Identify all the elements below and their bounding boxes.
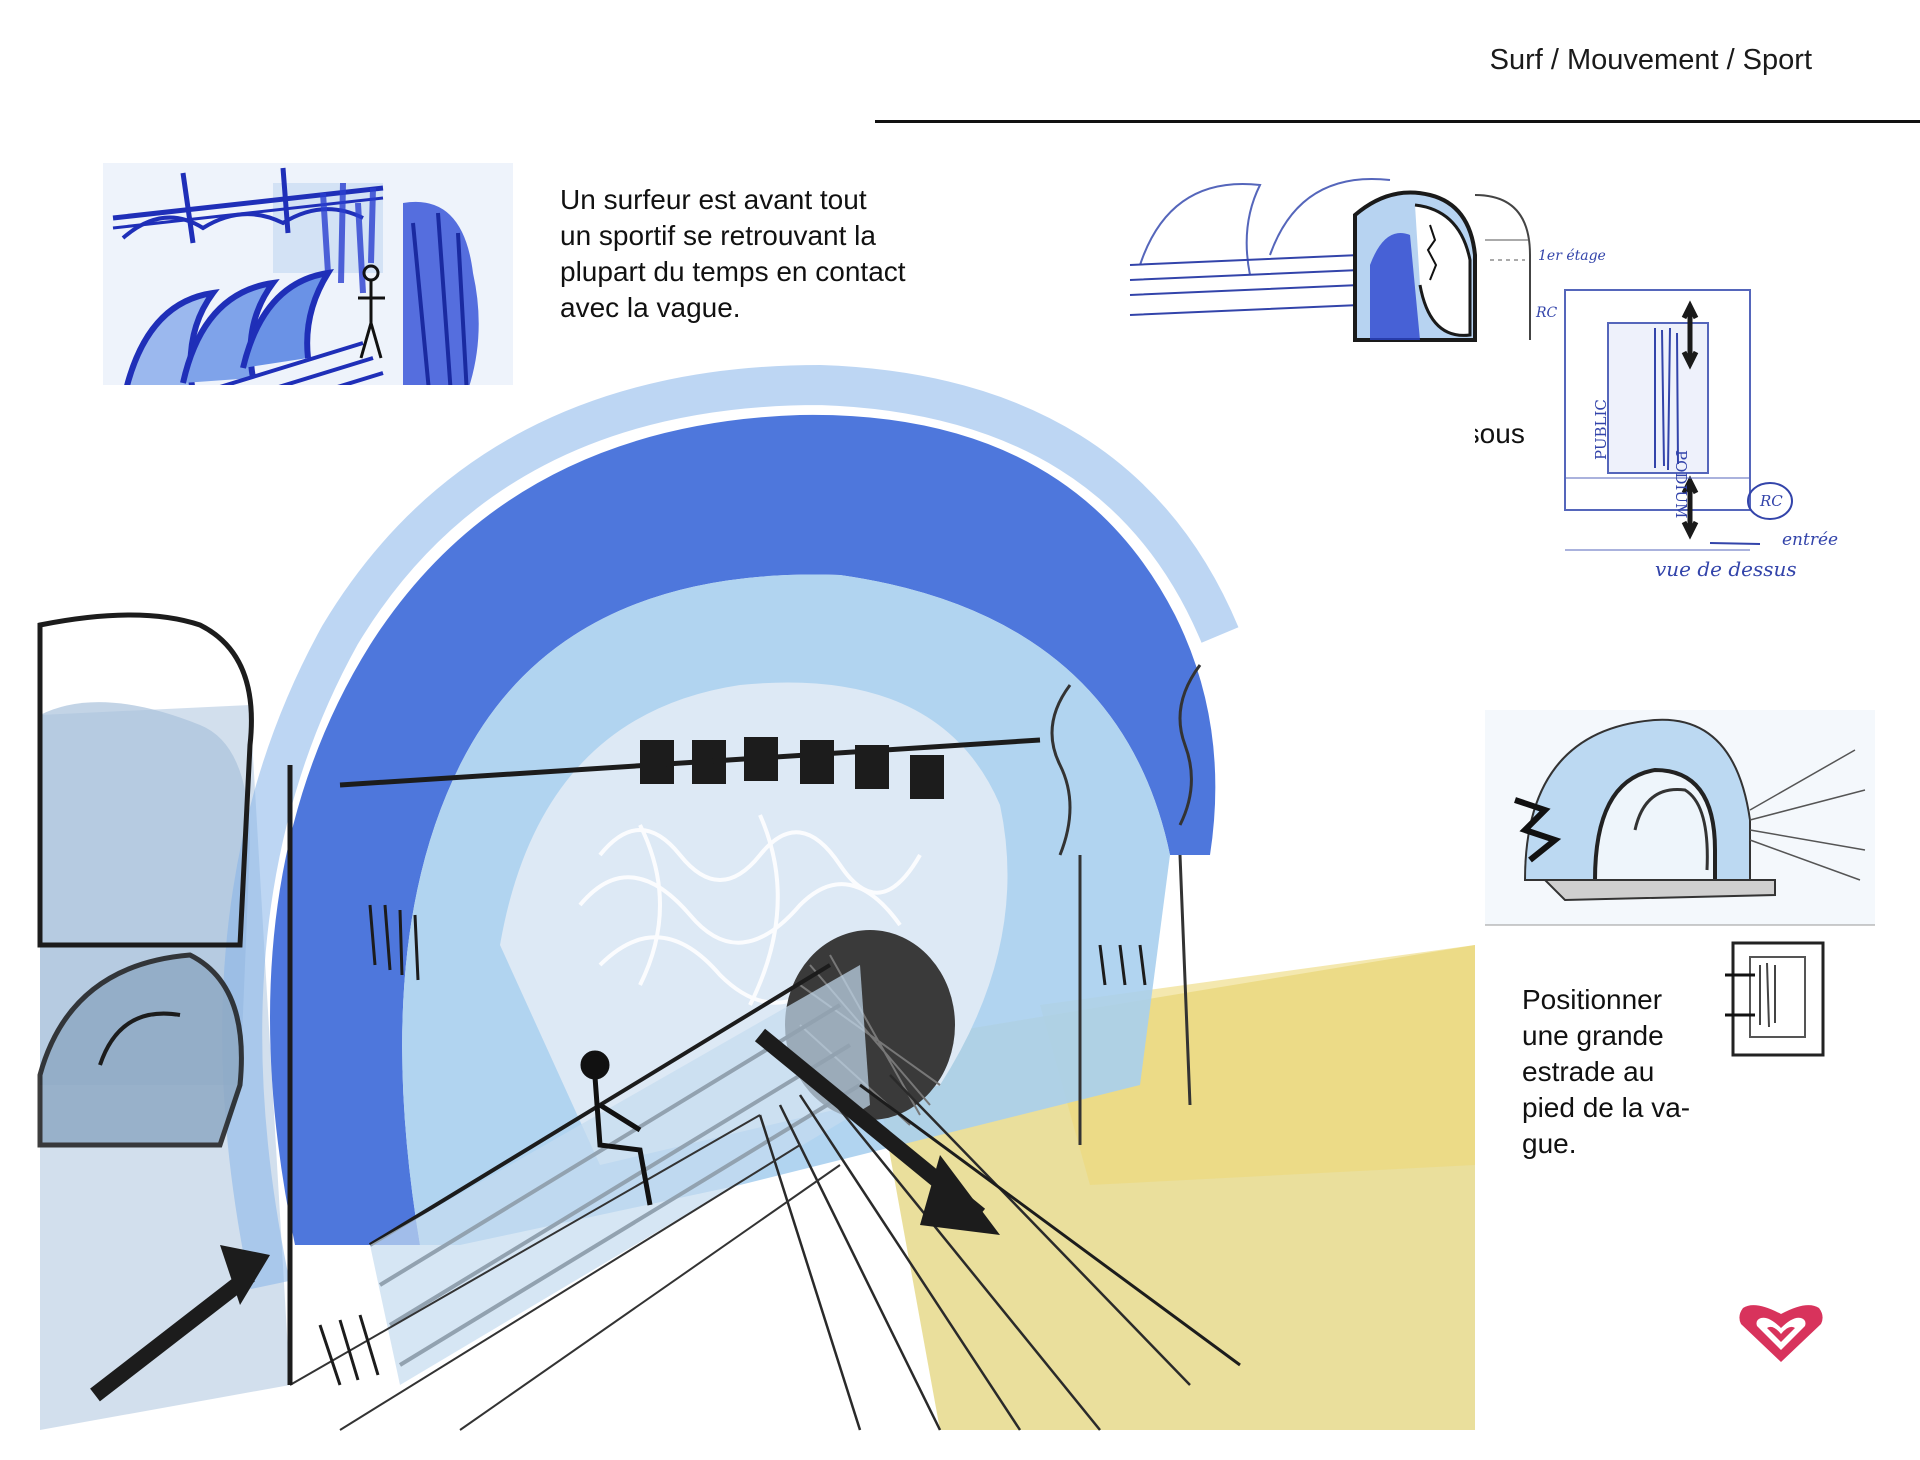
header-divider <box>875 120 1920 123</box>
page-title: Surf / Mouvement / Sport <box>1489 44 1812 76</box>
brand-logo <box>1739 1305 1823 1362</box>
note-rc: RC <box>1536 305 1558 321</box>
note-etage: 1er étage <box>1538 248 1606 264</box>
note-public: PUBLIC <box>1592 399 1610 460</box>
main-sketch-wave-tunnel <box>37 364 1475 1431</box>
note-entree: entrée <box>1782 530 1839 550</box>
note-vue: vue de dessus <box>1655 557 1797 581</box>
caption-surfer: Un surfeur est avant tout un sportif se … <box>560 184 906 323</box>
sketch-wave-3d <box>1485 710 1875 926</box>
sketch-section <box>1129 178 1531 342</box>
note-podium: PODIUM <box>1672 450 1690 519</box>
caption-stage: Positionner une grande estrade au pied d… <box>1522 984 1691 1159</box>
sketch-plan-view <box>1564 289 1793 551</box>
sketch-plan-small <box>1725 941 1825 1057</box>
note-rc-circle: RC <box>1760 492 1783 510</box>
